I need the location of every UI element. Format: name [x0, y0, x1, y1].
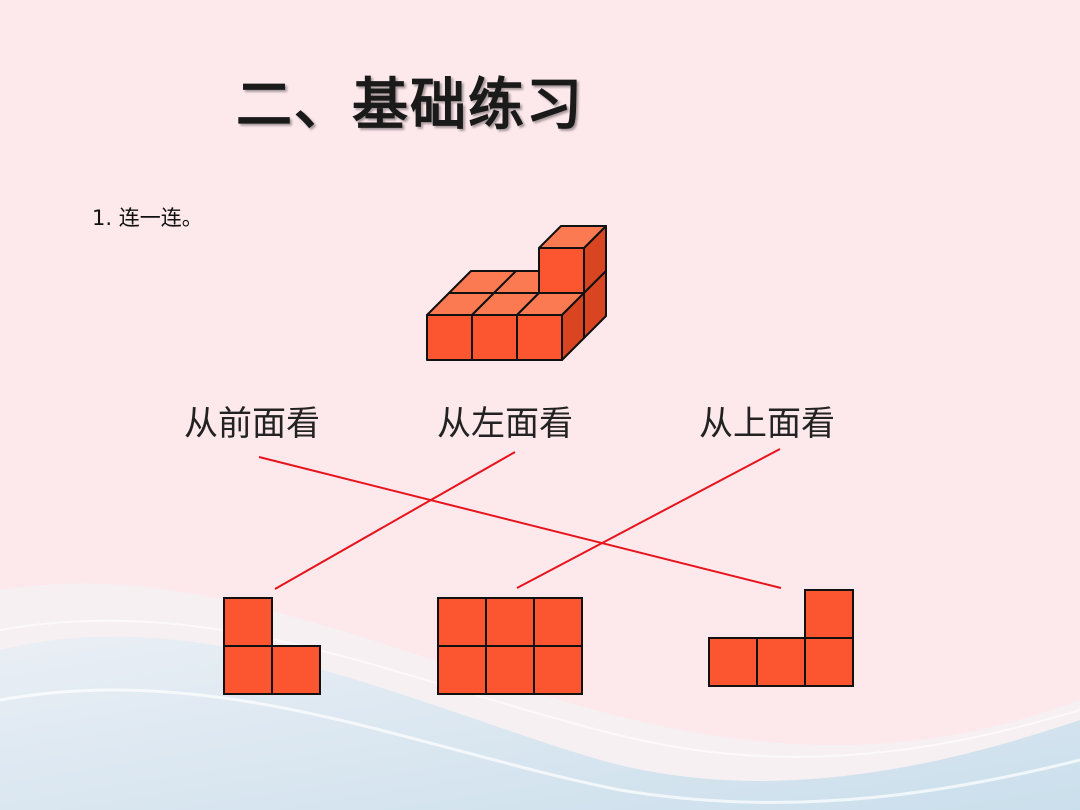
view-shape-step — [708, 589, 854, 687]
view-label-left: 从左面看 — [437, 404, 573, 444]
question-text: 1. 连一连。 — [92, 206, 203, 230]
view-label-front: 从前面看 — [184, 404, 320, 444]
matching-lines — [258, 448, 782, 590]
match-line-front — [258, 456, 782, 589]
cube-assembly-3d — [426, 225, 607, 361]
match-line-left — [274, 451, 516, 590]
view-label-top: 从上面看 — [699, 404, 835, 444]
match-line-top — [516, 448, 781, 589]
view-shape-l — [223, 597, 321, 695]
slide-title: 二、基础练习 — [236, 73, 584, 138]
view-shape-grid-2x3 — [437, 597, 583, 695]
